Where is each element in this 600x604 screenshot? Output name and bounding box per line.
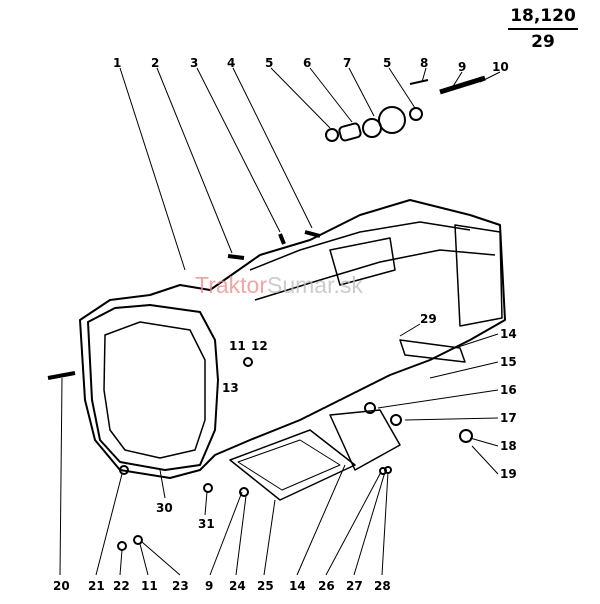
watermark-part1: Traktor	[195, 272, 267, 298]
callout-top-1: 1	[113, 56, 121, 70]
callout-bottom-22: 22	[113, 579, 130, 593]
callout-left-12: 12	[251, 339, 268, 353]
callout-bottom-24: 24	[229, 579, 246, 593]
callout-right-15: 15	[500, 355, 517, 369]
callout-top-5: 5	[265, 56, 273, 70]
watermark: TraktorSumar.sk	[195, 272, 363, 299]
drawing-reference-code: 18,120 29	[508, 6, 578, 52]
code-divider	[508, 28, 578, 30]
callout-inner-30: 30	[156, 501, 173, 515]
code-bottom: 29	[531, 32, 555, 52]
callout-top-2: 2	[151, 56, 159, 70]
callout-bottom-21: 21	[88, 579, 105, 593]
callout-top-5b: 5	[383, 56, 391, 70]
bottom-cover-plate	[229, 429, 356, 501]
callout-top-7: 7	[343, 56, 351, 70]
callout-right-17: 17	[500, 411, 517, 425]
callout-top-9: 9	[458, 60, 466, 74]
callout-top-10: 10	[492, 60, 509, 74]
callout-right-14: 14	[500, 327, 517, 341]
callout-top-6: 6	[303, 56, 311, 70]
callout-left-11: 11	[229, 339, 246, 353]
watermark-part3: .sk	[333, 272, 363, 298]
callout-bottom-28: 28	[374, 579, 391, 593]
callout-bottom-25: 25	[257, 579, 274, 593]
callout-top-3: 3	[190, 56, 198, 70]
callout-bottom-20: 20	[53, 579, 70, 593]
bell-flange	[87, 304, 219, 471]
code-top: 18,120	[510, 6, 576, 26]
callout-left-13: 13	[222, 381, 239, 395]
callout-right-18: 18	[500, 439, 517, 453]
callout-bottom-26: 26	[318, 579, 335, 593]
callout-bottom-27: 27	[346, 579, 363, 593]
callout-right-16: 16	[500, 383, 517, 397]
callout-right-19: 19	[500, 467, 517, 481]
housing-outline	[79, 199, 506, 479]
callout-bottom-9: 9	[205, 579, 213, 593]
callout-inner-31: 31	[198, 517, 215, 531]
callout-bottom-11: 11	[141, 579, 158, 593]
callout-top-8: 8	[420, 56, 428, 70]
callout-right-29: 29	[420, 312, 437, 326]
watermark-part2: Sumar	[267, 272, 334, 298]
callout-top-4: 4	[227, 56, 235, 70]
callout-bottom-14: 14	[289, 579, 306, 593]
callout-bottom-23: 23	[172, 579, 189, 593]
